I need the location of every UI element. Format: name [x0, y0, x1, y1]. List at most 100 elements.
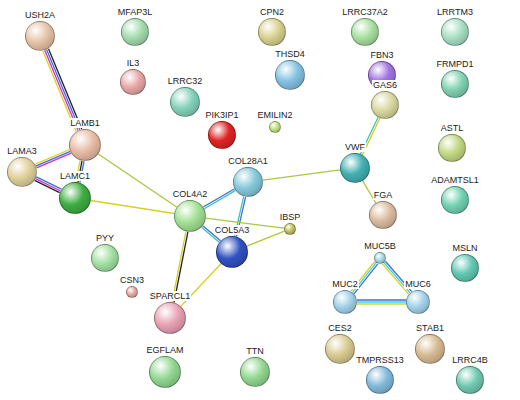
protein-label: PYY	[95, 233, 115, 243]
protein-label: COL28A1	[227, 156, 269, 166]
protein-label: IL3	[126, 58, 141, 68]
protein-node: EGFLAM	[145, 345, 184, 388]
protein-node: MUC2	[331, 279, 359, 314]
protein-circle	[233, 167, 263, 197]
protein-circle	[438, 134, 466, 162]
protein-circle	[366, 366, 394, 394]
protein-label: EMILIN2	[256, 110, 293, 120]
protein-label: MUC5B	[363, 241, 397, 251]
protein-circle	[269, 121, 281, 133]
protein-circle	[406, 290, 430, 314]
protein-node: ASTL	[438, 123, 466, 162]
interaction-edge	[35, 177, 62, 193]
protein-node: LRRC37A2	[341, 7, 389, 46]
protein-label: VWF	[344, 142, 366, 152]
interaction-edge	[247, 231, 285, 246]
evidence-line	[357, 299, 406, 300]
protein-node: IBSP	[279, 212, 302, 235]
protein-label: IBSP	[279, 212, 302, 222]
protein-node: COL4A2	[172, 189, 209, 232]
protein-node: LRRC32	[167, 76, 204, 117]
protein-label: TTN	[245, 346, 265, 356]
protein-label: CPN2	[259, 7, 285, 17]
protein-circle	[174, 200, 206, 232]
protein-circle	[120, 69, 146, 95]
protein-node: LRRTM3	[436, 7, 474, 46]
protein-node: MUC6	[404, 279, 432, 314]
protein-circle	[456, 366, 484, 394]
evidence-line	[247, 231, 285, 246]
evidence-line	[204, 190, 235, 208]
protein-label: MSLN	[451, 243, 478, 253]
protein-circle	[441, 70, 469, 98]
protein-label: ASTL	[440, 123, 465, 133]
protein-label: USH2A	[24, 10, 56, 20]
protein-node: CES2	[325, 323, 355, 364]
evidence-line	[35, 150, 70, 165]
protein-node: SPARCL1	[149, 291, 191, 334]
evidence-line	[37, 153, 72, 168]
evidence-line	[35, 180, 60, 192]
evidence-line	[91, 201, 174, 214]
interaction-edge	[351, 262, 378, 294]
protein-label: COL4A2	[172, 189, 209, 199]
protein-circle	[441, 18, 469, 46]
protein-circle	[121, 18, 149, 46]
protein-node: COL28A1	[227, 156, 269, 197]
protein-label: ADAMTSL1	[430, 175, 480, 185]
protein-circle	[7, 157, 37, 187]
protein-circle	[369, 201, 397, 229]
protein-label: STAB1	[415, 323, 445, 333]
protein-circle	[154, 302, 186, 334]
protein-circle	[69, 129, 101, 161]
protein-circle	[126, 286, 138, 298]
protein-node: FGA	[369, 190, 397, 229]
protein-node: GAS6	[371, 80, 399, 119]
protein-label: FGA	[373, 190, 394, 200]
protein-circle	[333, 290, 357, 314]
protein-label: COL5A3	[214, 225, 251, 235]
protein-circle	[441, 186, 469, 214]
evidence-line	[36, 179, 61, 191]
protein-label: CSN3	[119, 275, 145, 285]
evidence-line	[36, 151, 71, 166]
protein-circle	[149, 356, 181, 388]
protein-circle	[415, 334, 445, 364]
interaction-edge	[91, 201, 174, 214]
protein-label: SPARCL1	[149, 291, 191, 301]
protein-node: PIK3IP1	[204, 110, 239, 149]
protein-node: LAMC1	[59, 171, 91, 214]
protein-node: IL3	[120, 58, 146, 95]
protein-circle	[170, 87, 200, 117]
protein-label: EGFLAM	[145, 345, 184, 355]
protein-label: MUC6	[404, 279, 432, 289]
protein-circle	[25, 21, 55, 51]
protein-label: LAMB1	[69, 118, 101, 128]
protein-circle	[451, 254, 479, 282]
protein-node: LRRC4B	[451, 355, 489, 394]
protein-node: PYY	[91, 233, 119, 272]
protein-circle	[91, 244, 119, 272]
protein-node: ADAMTSL1	[430, 175, 480, 214]
protein-node: CSN3	[119, 275, 145, 298]
protein-label: PIK3IP1	[204, 110, 239, 120]
interaction-edge	[98, 154, 176, 207]
protein-node: LAMA3	[6, 146, 38, 187]
evidence-line	[357, 303, 406, 304]
protein-node: MUC5B	[363, 241, 397, 264]
protein-node: FRMPD1	[435, 59, 474, 98]
interaction-edge	[35, 150, 71, 168]
protein-node: VWF	[340, 142, 370, 183]
protein-label: LAMA3	[6, 146, 38, 156]
protein-label: LRRC32	[167, 76, 204, 86]
protein-label: TMPRSS13	[355, 355, 405, 365]
protein-label: THSD4	[274, 49, 306, 59]
protein-circle	[59, 182, 91, 214]
protein-label: FRMPD1	[435, 59, 474, 69]
protein-circle	[258, 18, 286, 46]
protein-label: LRRC4B	[451, 355, 489, 365]
protein-label: LRRC37A2	[341, 7, 389, 17]
protein-label: MFAP3L	[117, 7, 154, 17]
protein-circle	[325, 334, 355, 364]
